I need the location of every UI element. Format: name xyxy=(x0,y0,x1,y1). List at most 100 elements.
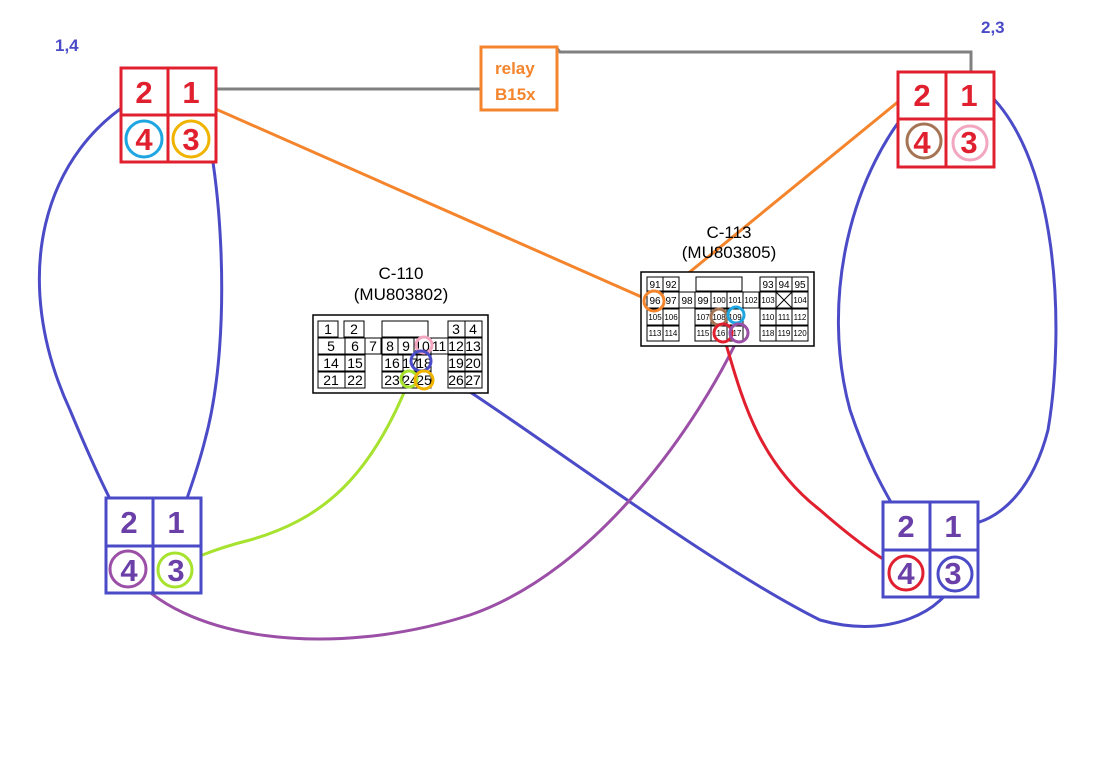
blue-wire-tr2-br2 xyxy=(836,94,922,529)
pin-number: 2 xyxy=(350,321,358,337)
pin-number: 13 xyxy=(465,338,481,354)
pin-number: 110 xyxy=(762,313,775,322)
pin-number: 22 xyxy=(347,372,363,388)
pin-label: 3 xyxy=(167,553,184,588)
blue-wire-tr1-br1 xyxy=(960,84,1058,527)
pin-number: 107 xyxy=(696,313,710,322)
purple-wire-bl4-c113 xyxy=(126,332,742,641)
pin-number: 100 xyxy=(712,296,726,305)
pin-number: 11 xyxy=(432,338,447,354)
connector-part-number: (MU803805) xyxy=(682,243,777,262)
pin-number: 120 xyxy=(793,329,807,338)
pin-number: 27 xyxy=(465,372,481,388)
pin-marker-circle xyxy=(887,554,925,592)
relay-label-line2: B15x xyxy=(495,85,536,104)
pin-number: 94 xyxy=(778,280,790,291)
pin-number: 6 xyxy=(351,338,359,354)
pin-number: 16 xyxy=(384,355,400,371)
group-label-left: 1,4 xyxy=(55,36,79,55)
pin-number: 99 xyxy=(697,296,709,307)
pin-label: 1 xyxy=(167,505,184,540)
connector-c110: C-110 (MU803802) 1 2 xyxy=(312,264,489,394)
pin-marker-circle xyxy=(951,124,989,162)
pin-number: 12 xyxy=(448,338,464,354)
connector-title: C-110 xyxy=(378,264,423,283)
pin-number: 102 xyxy=(744,296,758,305)
blue-wire-tl2-bl2 xyxy=(37,92,146,530)
pin-number: 103 xyxy=(761,296,775,305)
pin-number: 108 xyxy=(712,313,726,322)
connector-part-number: (MU803802) xyxy=(354,285,449,304)
pin-number: 101 xyxy=(728,296,742,305)
connector-block-bottom-right: 2 1 4 3 xyxy=(881,500,980,599)
pin-number: 93 xyxy=(762,280,774,291)
pin-number: 1 xyxy=(324,321,332,337)
pin-number: 25 xyxy=(416,372,432,388)
pin-marker-circle xyxy=(936,555,974,593)
pin-number: 117 xyxy=(729,329,742,338)
orange-wire-left xyxy=(148,78,655,304)
pin-marker-circle xyxy=(712,322,734,344)
pin-label: 2 xyxy=(913,78,930,113)
pin-number: 106 xyxy=(664,313,678,322)
pin-number: 112 xyxy=(794,313,807,322)
connector-title: C-113 xyxy=(706,223,751,242)
pin-number: 96 xyxy=(649,296,661,307)
pin-number: 26 xyxy=(448,372,464,388)
pin-label: 2 xyxy=(897,509,914,544)
pin-number: 119 xyxy=(778,329,791,338)
pin-number: 21 xyxy=(323,372,339,388)
pin-number: 19 xyxy=(448,355,464,371)
pin-number: 92 xyxy=(665,280,677,291)
pin-number: 111 xyxy=(778,313,791,322)
pin-number: 5 xyxy=(327,338,335,354)
pin-number: 3 xyxy=(452,321,460,337)
pin-number: 20 xyxy=(465,355,481,371)
pin-label: 4 xyxy=(913,125,931,160)
pin-number: 95 xyxy=(794,280,806,291)
pin-number: 115 xyxy=(697,329,710,338)
pin-number: 113 xyxy=(649,329,662,338)
pin-marker-circle xyxy=(108,549,148,589)
pin-number: 118 xyxy=(762,329,775,338)
red-wire-c113-br4 xyxy=(721,332,908,574)
pin-label: 4 xyxy=(897,556,915,591)
connector-block-top-left: 2 1 4 3 xyxy=(119,66,218,164)
pin-marker-circle xyxy=(156,551,194,589)
pin-label: 3 xyxy=(944,556,961,591)
pin-number: 105 xyxy=(648,313,662,322)
pin-number: 104 xyxy=(793,296,807,305)
pin-number: 4 xyxy=(469,321,477,337)
pin-label: 4 xyxy=(120,553,138,588)
pin-label: 1 xyxy=(960,78,977,113)
lime-wire-c110-bl3 xyxy=(173,376,412,570)
pin-marker-circle xyxy=(642,289,666,313)
cell-numbers: 91 92 93 94 95 96 97 98 99 100 101 102 1… xyxy=(648,280,807,338)
pin-number: 15 xyxy=(347,355,363,371)
relay-box: relay B15x xyxy=(479,45,559,112)
pin-number: 97 xyxy=(665,296,677,307)
pin-label: 1 xyxy=(944,509,961,544)
pin-marker-circle xyxy=(171,119,211,159)
pin-marker-circle xyxy=(905,122,943,160)
pin-number: 109 xyxy=(728,313,742,322)
pin-label: 4 xyxy=(135,122,153,157)
pin-label: 2 xyxy=(120,505,137,540)
pin-label: 2 xyxy=(135,75,152,110)
connector-c113: C-113 (MU803805) 91 xyxy=(640,223,815,347)
pin-marker-circle xyxy=(413,369,435,391)
pin-marker-circle xyxy=(124,119,164,159)
pin-label: 3 xyxy=(182,122,199,157)
relay-label-line1: relay xyxy=(495,59,535,78)
pin-number: 23 xyxy=(384,372,400,388)
pin-number: 9 xyxy=(402,338,410,354)
pin-label: 3 xyxy=(960,125,977,160)
connector-block-top-right: 2 1 4 3 xyxy=(896,70,996,169)
relay-wire-right xyxy=(554,45,973,74)
pin-number: 7 xyxy=(369,338,377,354)
orange-wire-right xyxy=(651,86,917,304)
group-label-right: 2,3 xyxy=(981,18,1005,37)
pin-number: 91 xyxy=(649,280,661,291)
connector-block-bottom-left: 2 1 4 3 xyxy=(104,496,203,595)
